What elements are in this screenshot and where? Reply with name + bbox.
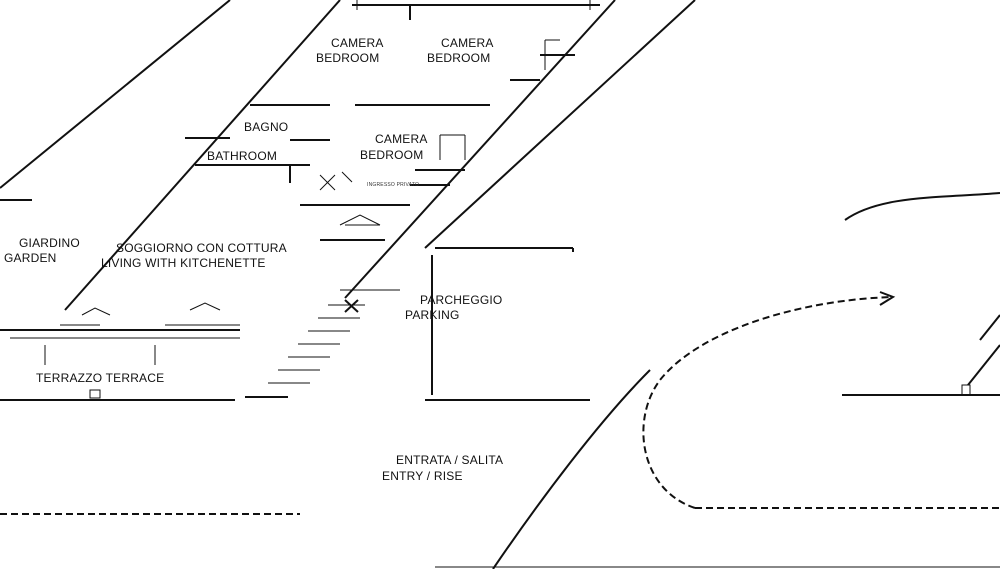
bedroom-1-label-it: CAMERA <box>331 36 384 50</box>
bedroom-2-label-it: CAMERA <box>441 36 494 50</box>
outer-walls <box>0 0 696 401</box>
bedrooms-top-walls <box>352 0 600 81</box>
parking-label-it: PARCHEGGIO <box>420 293 503 307</box>
parking-area <box>425 247 590 401</box>
private-entry-note: INGRESSO PRIVATO <box>367 182 420 188</box>
stairs <box>245 214 400 398</box>
bedroom-2-label-en: BEDROOM <box>427 51 491 65</box>
living-label-it: SOGGIORNO CON COTTURA <box>116 241 287 255</box>
bedroom-1-label-en: BEDROOM <box>316 51 380 65</box>
living-label-en: LIVING WITH KITCHENETTE <box>101 256 266 270</box>
parking-label-en: PARKING <box>405 308 460 322</box>
garden-label-it: GIARDINO <box>19 236 80 250</box>
entry-label-it: ENTRATA / SALITA <box>396 453 504 467</box>
terrace-label-en: TERRACE <box>105 371 165 385</box>
bathroom-label-it: BAGNO <box>244 120 289 134</box>
garden-label-en: GARDEN <box>4 251 57 265</box>
bathroom-label-en: BATHROOM <box>207 149 278 163</box>
bedroom-3-label-en: BEDROOM <box>360 148 424 162</box>
terrace-label: TERRAZZO TERRACE <box>36 371 164 385</box>
driveway <box>0 291 1000 569</box>
terrace-railing <box>10 302 240 399</box>
entry-label-en: ENTRY / RISE <box>382 469 463 483</box>
bedroom-3-label-it: CAMERA <box>375 132 428 146</box>
boundary-curve <box>435 192 1000 568</box>
entry-symbol <box>319 171 353 191</box>
terrace-label-it: TERRAZZO <box>36 371 103 385</box>
partition-walls <box>185 104 490 206</box>
